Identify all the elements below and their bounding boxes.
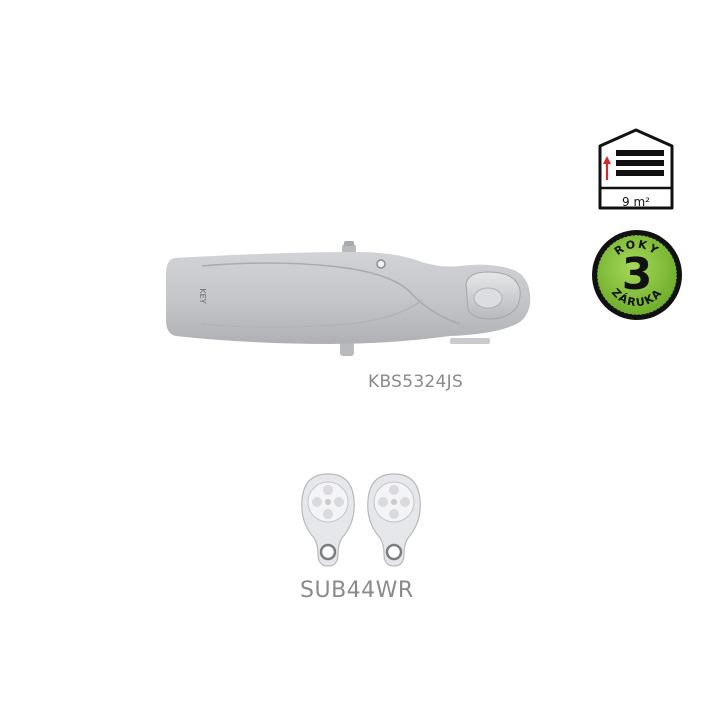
warranty-seal-icon: ROKY ZÁRUKA — [592, 230, 682, 320]
brand-mark: KEY — [198, 288, 207, 303]
remote-model-label: SUB44WR — [300, 578, 414, 603]
remote-control-image-1 — [301, 473, 355, 567]
warranty-years-number: 3 — [621, 249, 653, 300]
motor-model-label: KBS5324JS — [368, 372, 464, 392]
door-size-label: 9 m² — [622, 195, 650, 209]
remote-control-image-2 — [367, 473, 421, 567]
motor-unit-image: KEY — [166, 241, 531, 356]
garage-door-up-arrow-icon — [598, 128, 674, 210]
